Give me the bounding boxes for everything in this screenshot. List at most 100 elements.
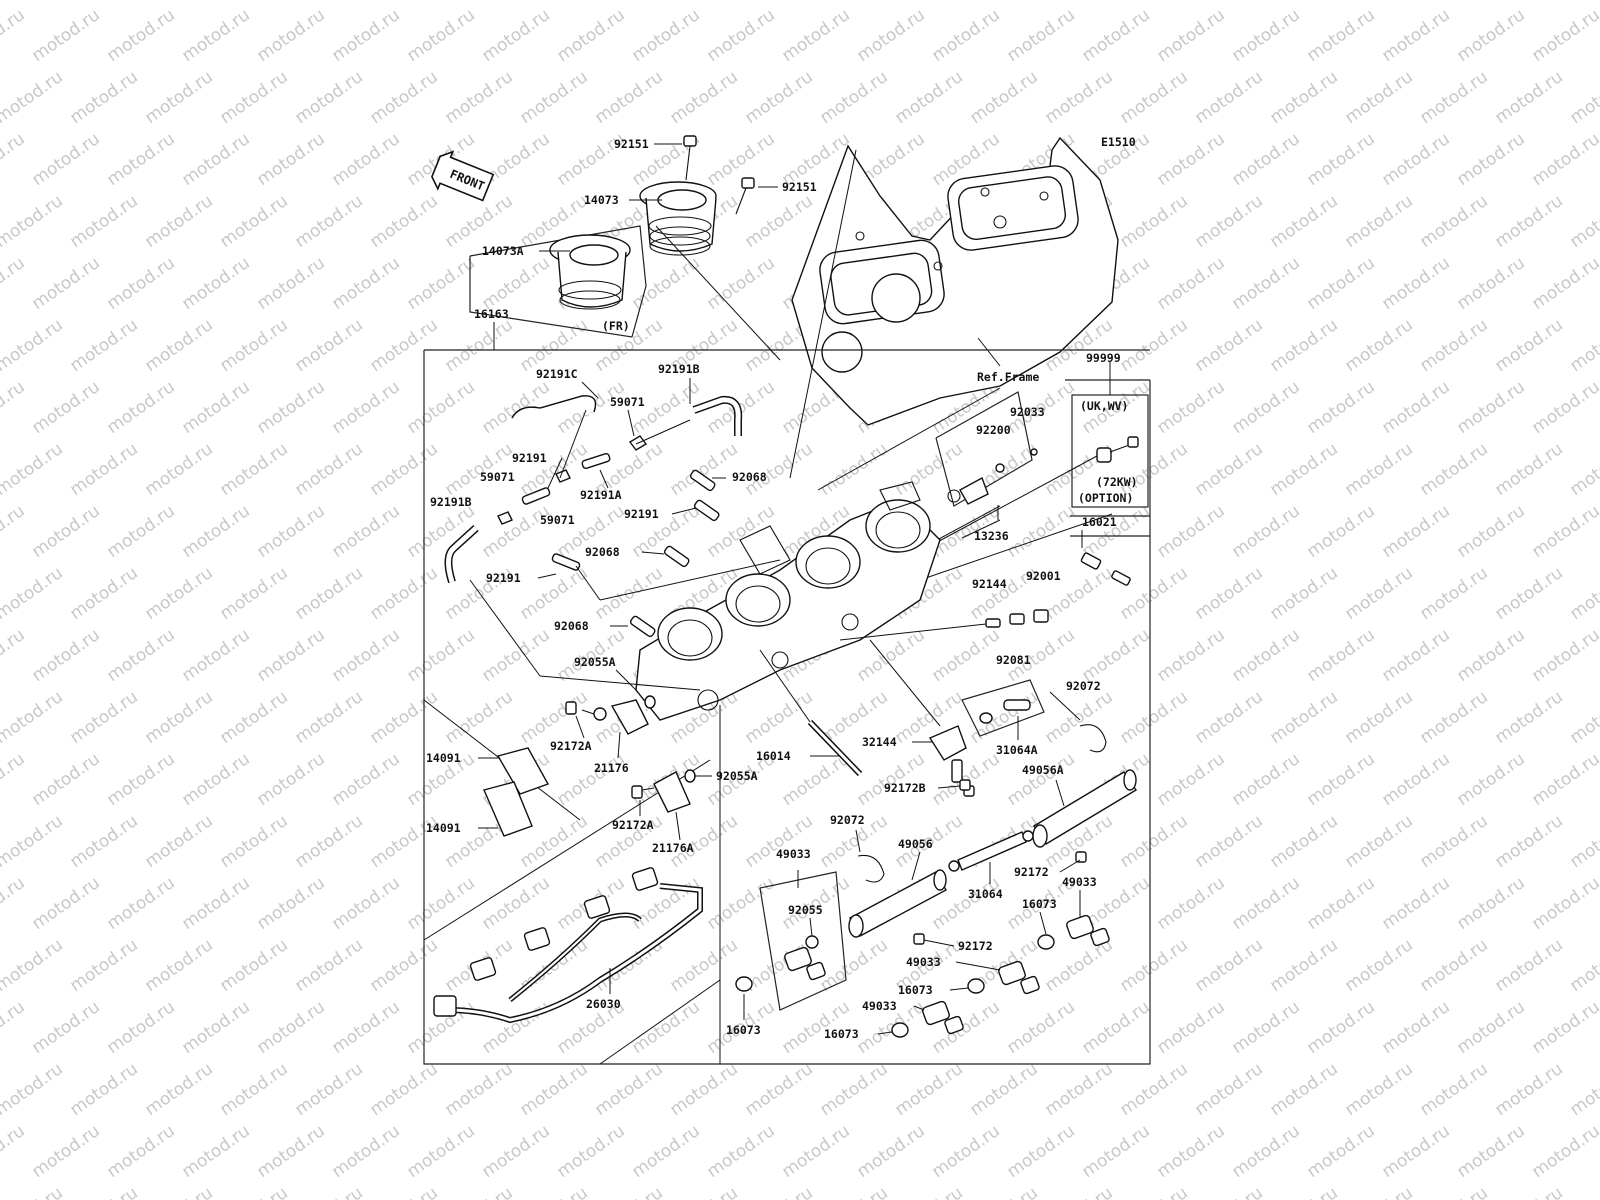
watermark-text: motod.ru bbox=[1303, 1121, 1378, 1182]
watermark-text: motod.ru bbox=[216, 1183, 291, 1200]
watermark-text: motod.ru bbox=[1153, 501, 1228, 562]
watermark-text: motod.ru bbox=[1416, 563, 1491, 624]
watermark-text: motod.ru bbox=[103, 873, 178, 934]
watermark-text: motod.ru bbox=[366, 563, 441, 624]
watermark-text: motod.ru bbox=[816, 67, 891, 128]
watermark-text: motod.ru bbox=[1528, 253, 1600, 314]
watermark-text: motod.ru bbox=[1566, 1183, 1600, 1200]
watermark-text: motod.ru bbox=[1228, 129, 1303, 190]
assembly-frame bbox=[423, 149, 1151, 1065]
watermark-text: motod.ru bbox=[1566, 439, 1600, 500]
watermark-text: motod.ru bbox=[816, 0, 891, 4]
watermark-text: motod.ru bbox=[1566, 563, 1600, 624]
watermark-text: motod.ru bbox=[1491, 191, 1566, 252]
watermark-text: motod.ru bbox=[1303, 377, 1378, 438]
watermark-text: motod.ru bbox=[853, 5, 928, 66]
watermark-text: motod.ru bbox=[1453, 997, 1528, 1058]
watermark-text: motod.ru bbox=[1191, 1183, 1266, 1200]
part-label: 92144 bbox=[972, 577, 1007, 591]
part-label: 59071 bbox=[610, 395, 645, 409]
watermark-text: motod.ru bbox=[1191, 0, 1266, 4]
watermark-text: motod.ru bbox=[1378, 873, 1453, 934]
part-label: 49033 bbox=[906, 955, 941, 969]
part-label: 14073 bbox=[584, 193, 619, 207]
watermark-text: motod.ru bbox=[1116, 687, 1191, 748]
watermark-text: motod.ru bbox=[366, 315, 441, 376]
watermark-text: motod.ru bbox=[966, 1183, 1041, 1200]
fuel-rail-49056 bbox=[848, 869, 947, 938]
watermark-text: motod.ru bbox=[0, 5, 29, 66]
part-label: 21176A bbox=[652, 841, 694, 855]
watermark-text: motod.ru bbox=[1191, 563, 1266, 624]
watermark-text: motod.ru bbox=[1078, 997, 1153, 1058]
watermark-text: motod.ru bbox=[1228, 997, 1303, 1058]
watermark-text: motod.ru bbox=[0, 1183, 67, 1200]
watermark-text: motod.ru bbox=[141, 191, 216, 252]
watermark-text: motod.ru bbox=[291, 1059, 366, 1120]
watermark-text: motod.ru bbox=[403, 625, 478, 686]
part-label: 49033 bbox=[776, 847, 811, 861]
part-label: 92033 bbox=[1010, 405, 1045, 419]
watermark-text: motod.ru bbox=[1453, 253, 1528, 314]
vacuum-hoses bbox=[444, 395, 781, 691]
part-number-labels: 92151 92151 14073 14073A (FR) 16163 9219… bbox=[426, 137, 1138, 1041]
watermark-text: motod.ru bbox=[328, 377, 403, 438]
watermark-text: motod.ru bbox=[103, 377, 178, 438]
watermark-text: motod.ru bbox=[291, 67, 366, 128]
part-label: 16163 bbox=[474, 307, 509, 321]
watermark-text: motod.ru bbox=[216, 563, 291, 624]
watermark-text: motod.ru bbox=[66, 67, 141, 128]
watermark-text: motod.ru bbox=[891, 67, 966, 128]
watermark-text: motod.ru bbox=[28, 873, 103, 934]
watermark-text: motod.ru bbox=[253, 1121, 328, 1182]
watermark-text: motod.ru bbox=[0, 1121, 29, 1182]
watermark-text: motod.ru bbox=[1266, 687, 1341, 748]
part-label: 31064 bbox=[968, 887, 1003, 901]
watermark-text: motod.ru bbox=[66, 935, 141, 996]
watermark-text: motod.ru bbox=[291, 687, 366, 748]
watermark-text: motod.ru bbox=[0, 687, 67, 748]
watermark-text: motod.ru bbox=[1303, 501, 1378, 562]
watermark-text: motod.ru bbox=[966, 67, 1041, 128]
injector-relay-14091 bbox=[483, 747, 550, 837]
watermark-text: motod.ru bbox=[403, 253, 478, 314]
part-label: 49033 bbox=[1062, 875, 1097, 889]
watermark-text: motod.ru bbox=[628, 997, 703, 1058]
watermark-text: motod.ru bbox=[1453, 1121, 1528, 1182]
watermark-text: motod.ru bbox=[0, 253, 29, 314]
watermark-text: motod.ru bbox=[1191, 1059, 1266, 1120]
watermark-text: motod.ru bbox=[328, 1121, 403, 1182]
injector-49033-d bbox=[922, 1000, 964, 1035]
watermark-text: motod.ru bbox=[28, 997, 103, 1058]
watermark-text: motod.ru bbox=[1078, 625, 1153, 686]
hose-box-31064A bbox=[961, 679, 1045, 740]
part-label: 14091 bbox=[426, 821, 461, 835]
screw-assembly-16021 bbox=[1070, 530, 1150, 586]
clamp-92072 bbox=[857, 724, 1107, 883]
watermark-text: motod.ru bbox=[1191, 439, 1266, 500]
watermark-text: motod.ru bbox=[141, 315, 216, 376]
watermark-text: motod.ru bbox=[928, 1121, 1003, 1182]
kw72-note: (72KW) bbox=[1096, 475, 1138, 489]
watermark-text: motod.ru bbox=[1266, 563, 1341, 624]
watermark-text: motod.ru bbox=[178, 749, 253, 810]
watermark-text: motod.ru bbox=[403, 377, 478, 438]
watermark-text: motod.ru bbox=[0, 997, 29, 1058]
watermark-text: motod.ru bbox=[1266, 439, 1341, 500]
watermark-text: motod.ru bbox=[1303, 749, 1378, 810]
watermark-text: motod.ru bbox=[1041, 67, 1116, 128]
part-label: 92151 bbox=[782, 180, 817, 194]
watermark-text: motod.ru bbox=[1078, 1121, 1153, 1182]
watermark-text: motod.ru bbox=[0, 191, 67, 252]
part-label: 16014 bbox=[756, 749, 791, 763]
watermark-text: motod.ru bbox=[1491, 1183, 1566, 1200]
watermark-text: motod.ru bbox=[1416, 935, 1491, 996]
watermark-text: motod.ru bbox=[328, 253, 403, 314]
watermark-text: motod.ru bbox=[216, 191, 291, 252]
watermark-text: motod.ru bbox=[1003, 749, 1078, 810]
watermark-text: motod.ru bbox=[328, 129, 403, 190]
watermark-text: motod.ru bbox=[66, 439, 141, 500]
watermark-text: motod.ru bbox=[366, 687, 441, 748]
watermark-text: motod.ru bbox=[291, 563, 366, 624]
watermark-text: motod.ru bbox=[328, 997, 403, 1058]
